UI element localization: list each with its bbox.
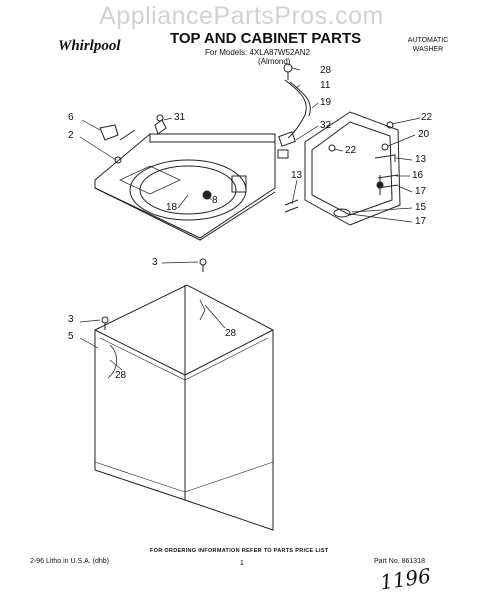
callout-17-b: 17 — [415, 216, 427, 227]
color-line: (Almond) — [258, 57, 291, 66]
callout-22-panel: 22 — [345, 145, 357, 156]
callout-13-right: 13 — [415, 154, 427, 165]
hinge-parts — [99, 114, 299, 213]
callout-32: 32 — [320, 120, 332, 131]
callout-28-top: 28 — [320, 65, 332, 76]
callout-17-a: 17 — [415, 186, 427, 197]
watermark-text: AppliancePartsPros.com — [99, 2, 384, 30]
page-number: 1 — [240, 560, 244, 567]
callout-3-top: 3 — [152, 257, 158, 268]
models-line: For Models: 4XLA87W52AN2 — [205, 48, 310, 57]
part-number: Part No. 861318 — [374, 558, 425, 565]
page-title: TOP AND CABINET PARTS — [170, 30, 362, 47]
callout-15: 15 — [415, 202, 427, 213]
callout-20: 20 — [418, 129, 430, 140]
callout-6: 6 — [68, 112, 74, 123]
leader-lines — [79, 67, 421, 371]
brand-logo: Whirlpool — [58, 38, 121, 54]
lid-hardware — [328, 121, 399, 218]
callout-16: 16 — [412, 170, 424, 181]
product-type-line1: AUTOMATIC — [407, 37, 449, 44]
callout-13-left: 13 — [291, 170, 303, 181]
callout-28-cabinet: 28 — [225, 328, 237, 339]
top-panel — [94, 133, 276, 241]
cabinet-screws — [101, 258, 207, 330]
callout-3-left: 3 — [68, 314, 74, 325]
callout-5: 5 — [68, 331, 74, 342]
callout-2: 2 — [68, 130, 74, 141]
callout-18: 18 — [166, 202, 178, 213]
callout-19: 19 — [320, 97, 332, 108]
callout-31: 31 — [174, 112, 186, 123]
ordering-note: FOR ORDERING INFORMATION REFER TO PARTS … — [150, 548, 329, 554]
product-type: AUTOMATIC WASHER — [398, 36, 458, 54]
callout-11: 11 — [320, 80, 331, 91]
product-type-line2: WASHER — [412, 46, 444, 53]
lid-assembly — [304, 111, 401, 226]
cabinet — [94, 284, 274, 531]
callout-22-right: 22 — [421, 112, 433, 123]
litho-line: 2-96 Litho in U.S.A. (dhb) — [30, 558, 109, 565]
lid-switch-harness — [277, 63, 311, 159]
callout-8: 8 — [212, 195, 218, 206]
callout-28-panel: 28 — [115, 370, 127, 381]
